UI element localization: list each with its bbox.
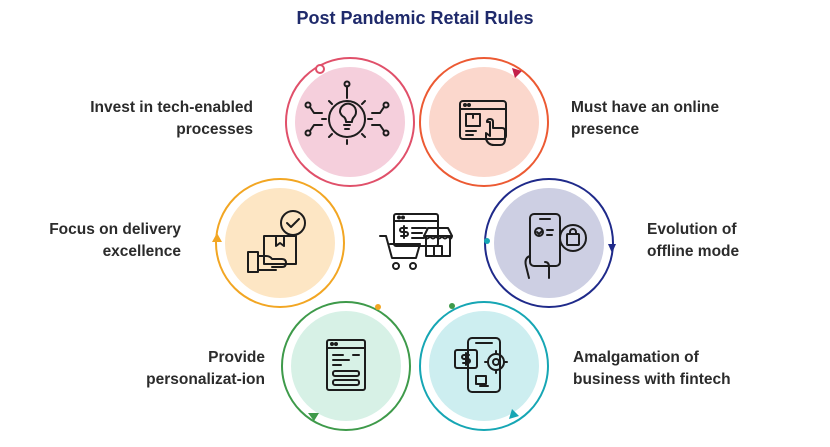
label-personal-line2: personalizat-ion — [146, 371, 265, 388]
delivery-box-icon — [247, 210, 306, 273]
label-personal-line1: Provide — [208, 349, 265, 366]
arrow-offline — [608, 244, 616, 253]
fintech-phone-icon — [454, 337, 508, 393]
label-offline: Evolution of offline mode — [647, 219, 739, 263]
label-delivery: Focus on delivery excellence — [49, 219, 181, 263]
page-title: Post Pandemic Retail Rules — [296, 8, 534, 28]
arrow-fintech — [509, 409, 519, 419]
cart-store-icon — [379, 213, 453, 270]
ring-dot-offline — [484, 238, 490, 244]
label-tech: Invest in tech-enabled processes — [90, 97, 253, 141]
ring-tech — [285, 57, 415, 187]
ring-online — [419, 57, 549, 187]
fill-personal — [291, 311, 401, 421]
label-online-line2: presence — [571, 121, 640, 138]
node-offline-mode — [484, 178, 616, 308]
label-fintech-line1: Amalgamation of — [573, 349, 699, 366]
ring-dot-personal — [375, 304, 381, 310]
ring-personal — [281, 301, 411, 431]
arrow-personal — [308, 413, 319, 421]
online-store-click-icon — [459, 100, 507, 146]
node-personalization — [281, 301, 411, 431]
arrow-online — [512, 68, 522, 78]
label-delivery-line2: excellence — [102, 243, 181, 260]
fill-offline — [494, 188, 604, 298]
label-personal: Provide personalizat-ion — [146, 347, 265, 391]
fill-online — [429, 67, 539, 177]
ring-fintech — [419, 301, 549, 431]
ring-dot-fintech — [449, 303, 455, 309]
personalized-page-icon — [326, 339, 366, 391]
ring-delivery — [215, 178, 345, 308]
label-offline-line2: offline mode — [647, 243, 740, 260]
label-fintech: Amalgamation of business with fintech — [573, 347, 731, 391]
lightbulb-gear-icon — [304, 80, 390, 145]
ring-dot-tech — [315, 64, 325, 74]
label-fintech-line2: business with fintech — [573, 371, 731, 388]
node-delivery — [212, 178, 345, 308]
label-tech-line2: processes — [176, 121, 253, 138]
node-fintech — [419, 301, 549, 431]
label-tech-line1: Invest in tech-enabled — [90, 99, 253, 116]
node-tech-enabled — [285, 57, 415, 187]
mobile-shopping-icon — [524, 213, 587, 279]
label-online-line1: Must have an online — [571, 99, 720, 116]
fill-fintech — [429, 311, 539, 421]
arrow-delivery — [212, 233, 222, 242]
label-offline-line1: Evolution of — [647, 221, 737, 238]
label-delivery-line1: Focus on delivery — [49, 221, 181, 238]
node-online-presence — [419, 57, 549, 187]
label-online: Must have an online presence — [571, 97, 719, 141]
